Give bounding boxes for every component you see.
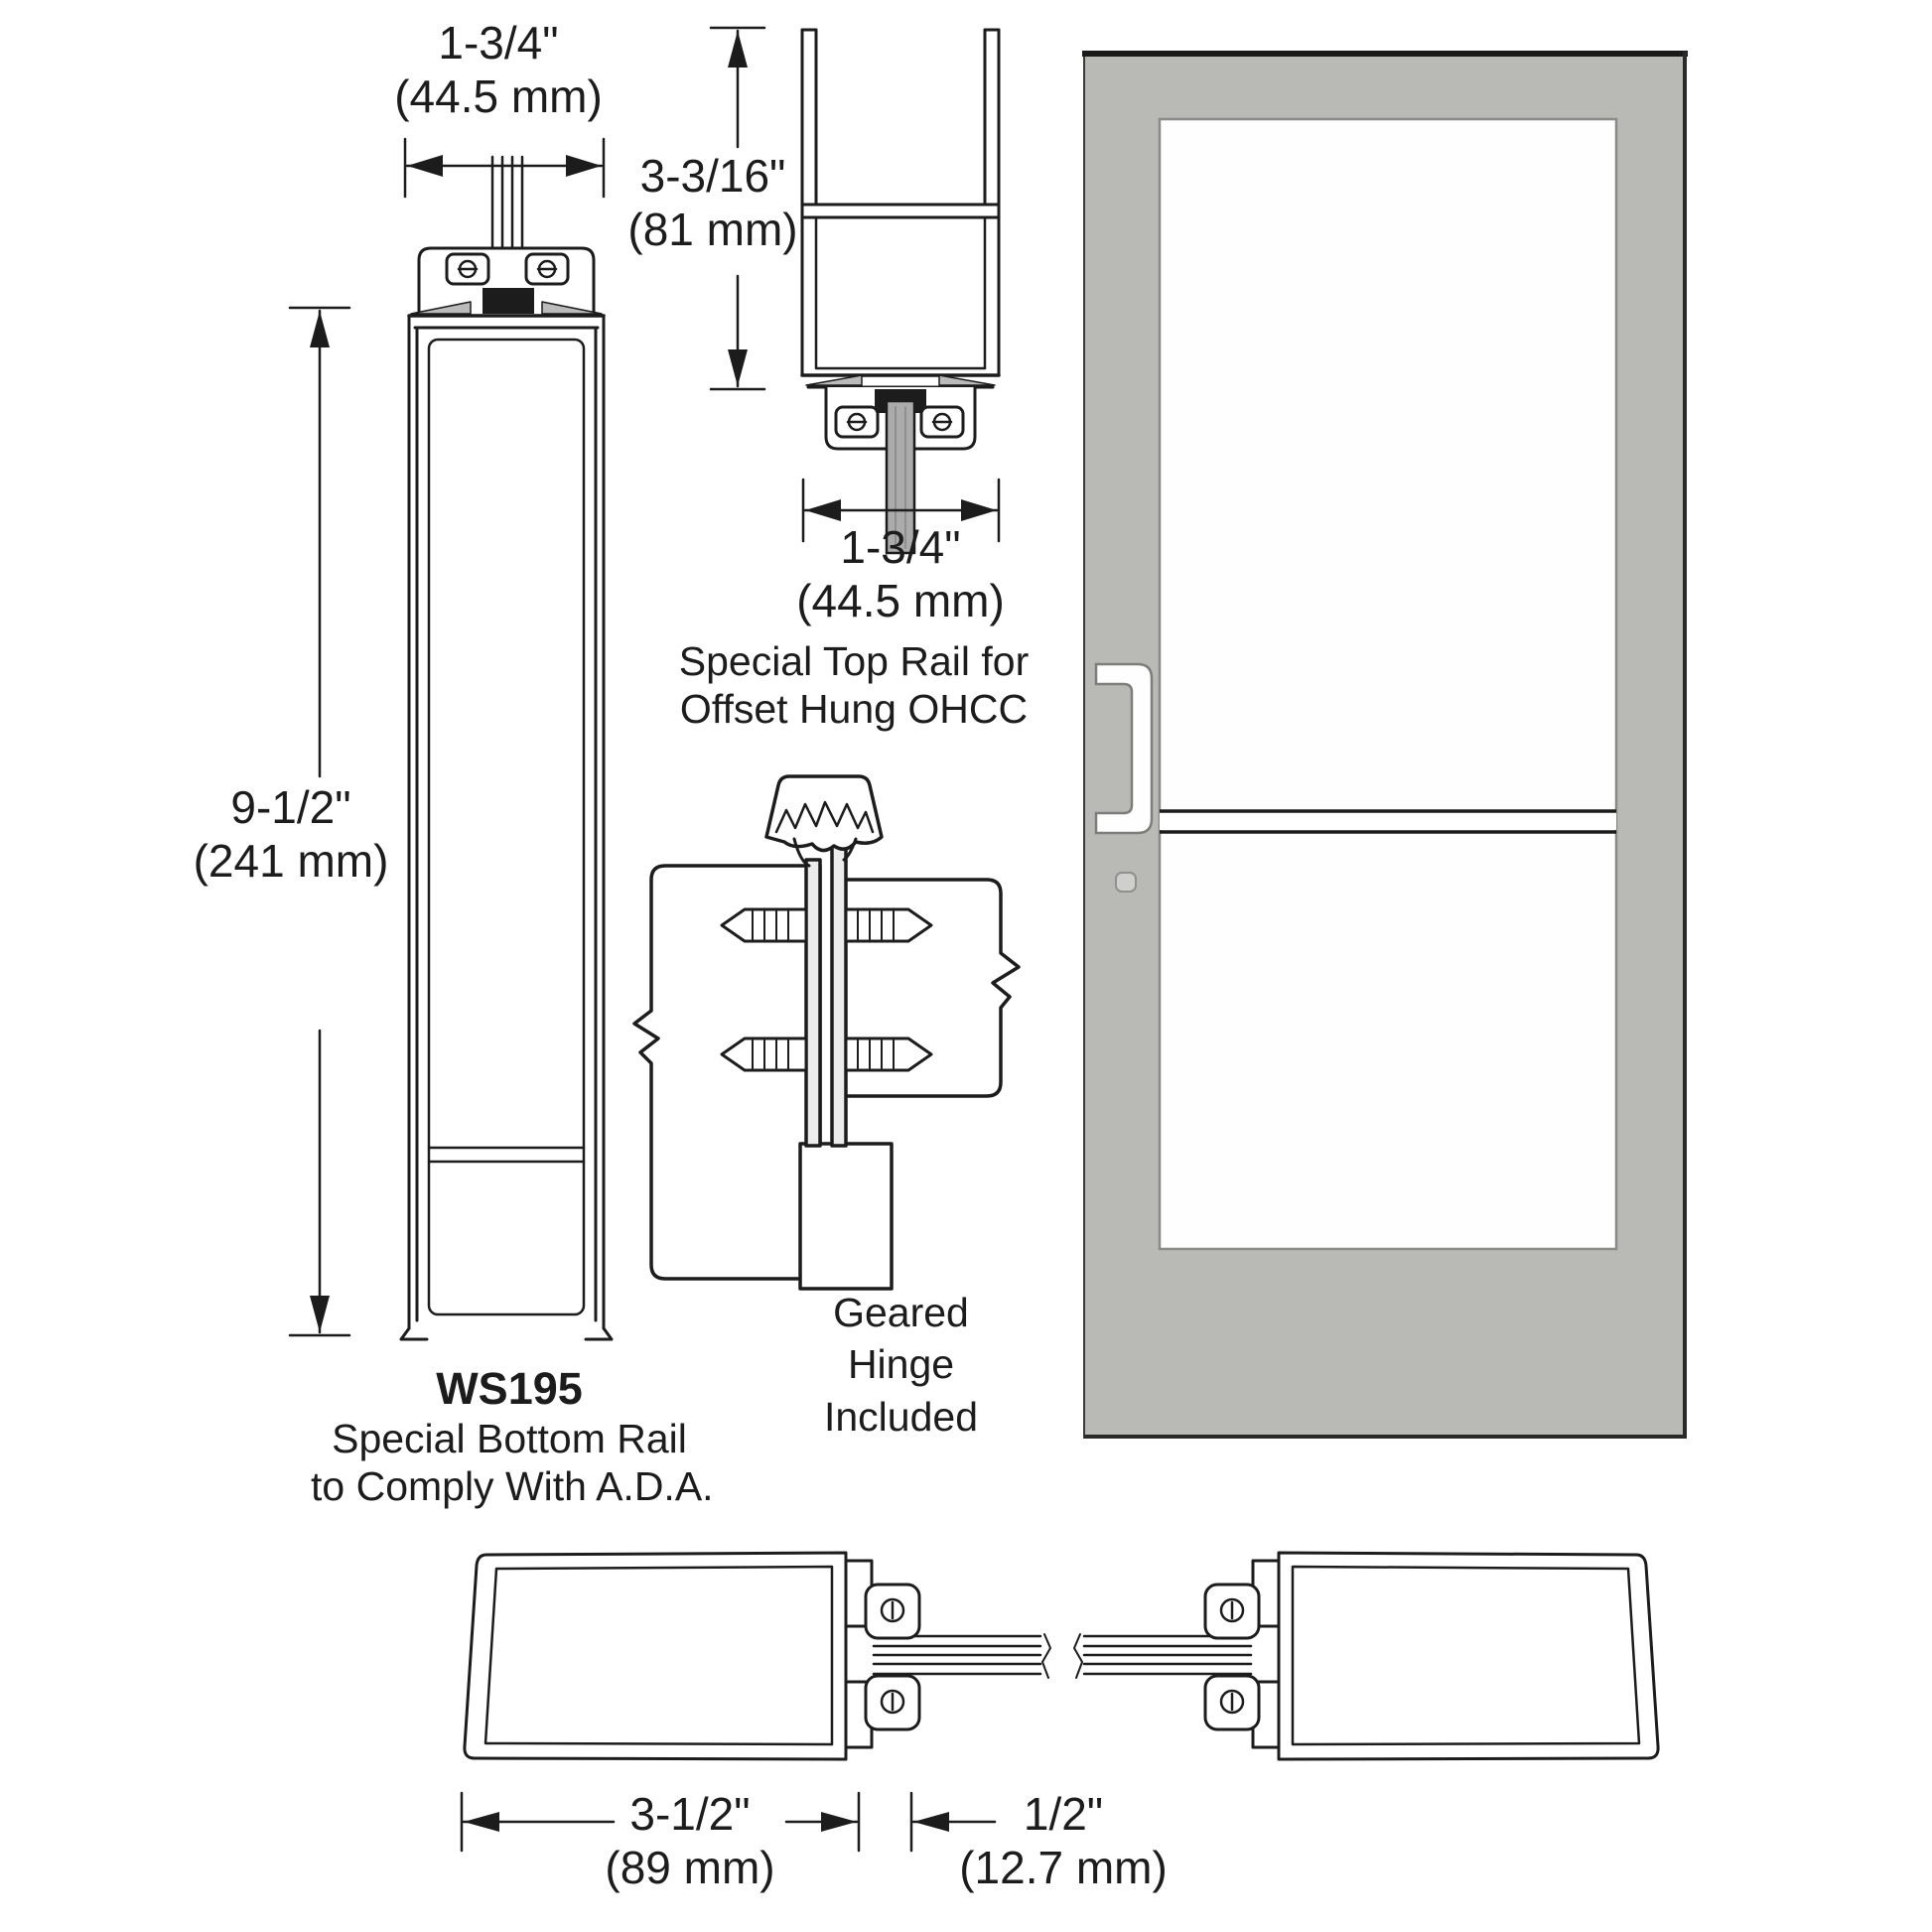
dim-value: 1/2"	[1023, 1788, 1104, 1840]
door-glass	[1158, 117, 1618, 1251]
arrowhead-up-icon	[728, 31, 748, 68]
hinge-gear-knuckle	[764, 774, 884, 868]
plan-stile-left	[463, 1551, 848, 1761]
dim-metric: (44.5 mm)	[796, 575, 1005, 627]
arrowhead-right-icon	[566, 155, 602, 177]
plan-gap-dim-label: 1/2" (12.7 mm)	[909, 1787, 1217, 1895]
dim-metric: (89 mm)	[605, 1842, 775, 1894]
weatherstrip-wedge-right	[938, 374, 996, 386]
top-rail-channel	[800, 28, 1001, 377]
dim-value: 1-3/4"	[840, 521, 961, 573]
dim-metric: (44.5 mm)	[394, 70, 603, 123]
caption-line: Offset Hung OHCC	[679, 686, 1029, 733]
dim-metric: (12.7 mm)	[959, 1842, 1168, 1894]
arrowhead-left-icon	[913, 1812, 949, 1832]
bottom-rail-body	[399, 314, 614, 1341]
hinge-shaft-right	[830, 842, 848, 1148]
weatherstrip-wedge-right	[541, 301, 603, 315]
plan-gaskets-left	[864, 1583, 921, 1731]
geared-hinge-drawing	[632, 774, 1021, 1291]
bottom-rail-height-dim-label: 9-1/2" (241 mm)	[142, 780, 440, 889]
plan-glass-right	[1073, 1633, 1253, 1679]
caption-line: Included	[823, 1393, 978, 1440]
caption-line: Hinge	[847, 1341, 955, 1388]
door-elevation	[1082, 51, 1688, 1439]
arrowhead-left-icon	[407, 155, 443, 177]
screw-upper-right	[844, 907, 933, 943]
hinge-leaf-left	[632, 864, 822, 1281]
caption-line: to Comply With A.D.A.	[311, 1463, 714, 1510]
hinge-caption: Geared Hinge Included	[779, 1287, 1023, 1443]
dim-value: 3-1/2"	[629, 1788, 751, 1840]
caption-line: Special Top Rail for	[678, 638, 1030, 684]
caption-line: Special Bottom Rail	[332, 1416, 687, 1462]
arrowhead-left-icon	[464, 1812, 499, 1832]
rail-foot-left	[399, 1326, 429, 1341]
dim-value: 9-1/2"	[230, 781, 351, 833]
door-cylinder-lock	[1115, 872, 1137, 893]
weatherstrip-wedge-left	[410, 301, 472, 315]
hinge-bottom-block	[798, 1142, 894, 1291]
hinge-screws	[720, 907, 933, 1072]
top-rail-width-dimension	[801, 478, 1001, 543]
bottom-rail-section-drawing	[288, 137, 614, 1341]
product-code: WS195	[436, 1363, 583, 1414]
weatherstrip-wedge-left	[805, 374, 863, 386]
plan-stile-dimension	[460, 1791, 861, 1853]
arrowhead-left-icon	[805, 499, 841, 521]
arrowhead-down-icon	[728, 349, 748, 386]
glass-break-mark	[1041, 1633, 1051, 1679]
plan-stile-right	[1277, 1551, 1660, 1761]
top-rail-height-dimension	[709, 26, 766, 391]
dim-value: 1-3/4"	[438, 17, 559, 69]
plan-stile-dim-label: 3-1/2" (89 mm)	[541, 1787, 839, 1895]
door-muntin-bar	[1160, 809, 1616, 834]
arrowhead-up-icon	[310, 311, 330, 347]
plan-glass-left	[872, 1633, 1051, 1679]
screw-lower-right	[844, 1036, 933, 1072]
top-rail-height-dim-label: 3-3/16" (81 mm)	[564, 149, 862, 257]
bottom-rail-clamp	[410, 246, 603, 316]
top-rail-caption: Special Top Rail for Offset Hung OHCC	[655, 637, 1052, 734]
door-pull-handle	[1094, 662, 1154, 835]
bottom-rail-width-dimension	[403, 137, 606, 199]
plan-gaskets-right	[1203, 1583, 1261, 1731]
hinge-shaft-left	[804, 858, 822, 1148]
rail-foot-right	[584, 1326, 614, 1341]
bottom-rail-width-dim-label: 1-3/4" (44.5 mm)	[349, 16, 647, 124]
arrowhead-down-icon	[310, 1296, 330, 1332]
plan-gap-dimension	[909, 1791, 997, 1853]
dim-value: 3-3/16"	[639, 150, 786, 202]
top-rail-width-dim-label: 1-3/4" (44.5 mm)	[752, 520, 1049, 628]
top-rail-section-drawing	[709, 26, 1001, 555]
bottom-rail-caption: WS195 Special Bottom Rail to Comply With…	[311, 1362, 714, 1511]
glass-stub	[885, 399, 916, 555]
glass-break-mark	[1073, 1633, 1083, 1679]
arrowhead-right-icon	[961, 499, 997, 521]
bottom-rail-height-dimension	[288, 306, 351, 1337]
plan-section-drawing	[460, 1551, 1660, 1853]
clamp-block	[483, 288, 534, 314]
caption-line: Geared	[833, 1290, 969, 1335]
arrowhead-right-icon	[821, 1812, 857, 1832]
top-rail-clamp	[800, 373, 1001, 555]
dim-metric: (81 mm)	[627, 204, 798, 256]
dim-metric: (241 mm)	[193, 835, 389, 888]
